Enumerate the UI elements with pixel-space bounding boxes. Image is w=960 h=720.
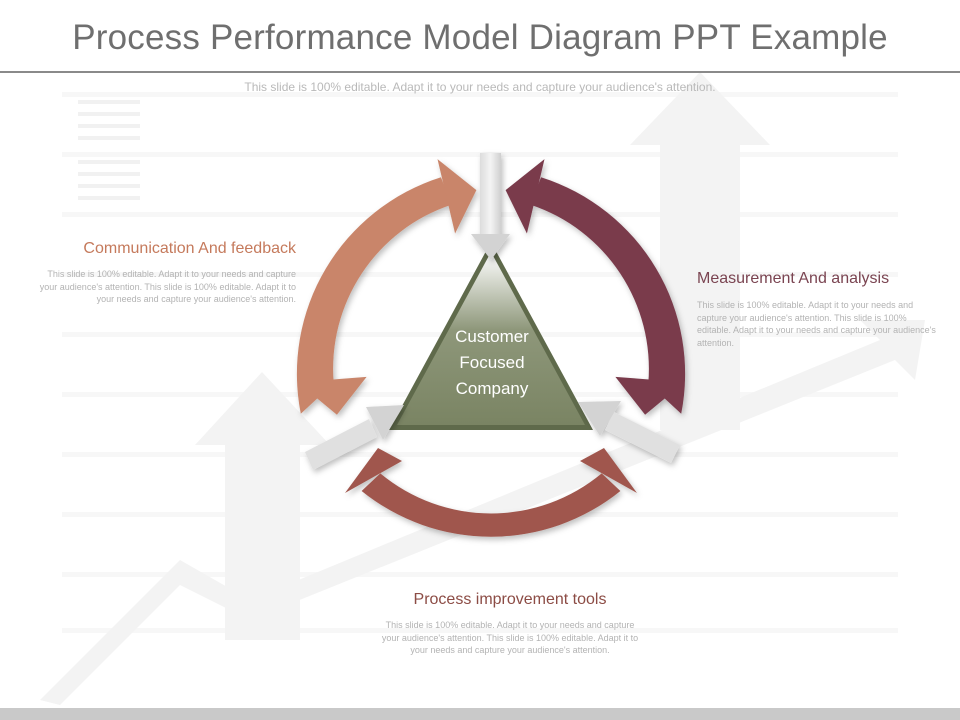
center-label-line: Focused (459, 353, 525, 372)
communication-arrowhead (297, 376, 367, 415)
process-arrowhead (345, 448, 402, 493)
communication-heading: Communication And feedback (83, 240, 296, 257)
process-arc-body (361, 473, 621, 537)
center-label: Customer Focused Company (430, 324, 554, 402)
slide-title: Process Performance Model Diagram PPT Ex… (72, 18, 888, 57)
process-arrowhead (580, 448, 637, 493)
slide-subtitle: This slide is 100% editable. Adapt it to… (244, 80, 716, 94)
measurement-description: This slide is 100% editable. Adapt it to… (697, 300, 936, 348)
communication-description: This slide is 100% editable. Adapt it to… (39, 269, 296, 304)
communication-arc (296, 159, 477, 415)
center-label-line: Company (455, 379, 529, 398)
measurement-heading: Measurement And analysis (697, 270, 890, 287)
left-input-arrow (305, 405, 404, 470)
process-arc (345, 448, 637, 537)
center-label-line: Customer (455, 327, 529, 346)
top-input-arrow (471, 153, 510, 260)
measurement-arrowhead (505, 159, 545, 234)
communication-arrowhead (437, 159, 477, 234)
footer-bar (0, 708, 960, 720)
measurement-arrowhead (615, 376, 685, 415)
title-divider (0, 71, 960, 73)
measurement-arc (505, 159, 686, 415)
process-heading: Process improvement tools (413, 591, 607, 608)
center-triangle (397, 252, 585, 425)
process-description: This slide is 100% editable. Adapt it to… (381, 620, 639, 655)
right-input-arrow (578, 401, 680, 463)
